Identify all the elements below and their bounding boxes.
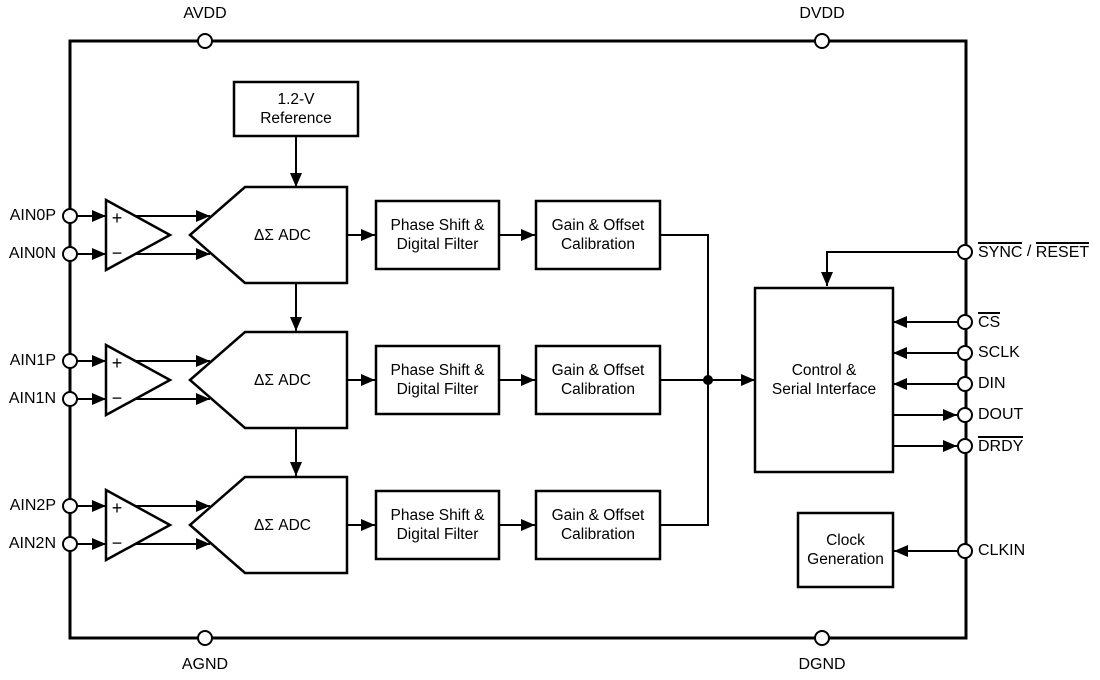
filter-1-label: Phase Shift & Digital Filter [390,217,485,253]
amp3-plus-sign: + [111,498,123,518]
pin-label-dout: DOUT [978,406,1024,423]
pin-terminal-cs [957,314,973,330]
pin-label-dgnd: DGND [798,656,846,673]
pin-label-ain0n: AIN0N [8,245,56,262]
pin-label-sclk: SCLK [978,344,1020,361]
pin-label-sync-reset: SYNC / RESET [978,241,1090,263]
pin-label-ain1n: AIN1N [8,390,56,407]
amp3-minus-sign: − [111,533,123,553]
amp2-minus-sign: − [111,388,123,408]
pin-terminal-ain1p [62,353,78,369]
calibration-1-outline [534,199,662,271]
sync-reset-separator: / [1022,243,1036,260]
amp1-minus-sign: − [111,243,123,263]
sync-label: SYNC [978,242,1023,262]
amplifier-2-triangle [104,342,173,418]
pin-label-ain2n: AIN2N [8,535,56,552]
filter-2-outline [374,344,501,416]
pin-terminal-dvdd [814,33,830,49]
clock-block-label: Clock Generation [807,532,884,568]
pin-label-cs: CS [978,312,1001,332]
pin-terminal-avdd [197,33,213,49]
pin-terminal-drdy [957,438,973,454]
pin-label-ain0p: AIN0P [9,207,56,224]
pin-terminal-ain2p [62,498,78,514]
amplifier-1-triangle [104,197,173,273]
pin-terminal-ain0n [62,246,78,262]
reference-block-label: 1.2-V Reference [260,91,332,127]
control-block-outline [753,286,895,474]
amp1-plus-sign: + [111,208,123,228]
calibration-3-label: Gain & Offset Calibration [551,507,645,543]
pin-terminal-ain1n [62,391,78,407]
pin-label-ain2p: AIN2P [9,497,56,514]
pin-terminal-sclk [957,345,973,361]
amplifier-3-triangle [104,487,173,563]
pin-label-clkin: CLKIN [978,542,1026,559]
calibration-2-label: Gain & Offset Calibration [551,362,645,398]
pin-label-drdy: DRDY [978,436,1024,456]
pin-terminal-din [957,376,973,392]
wire-cal3-to-bus [660,380,709,526]
pin-terminal-ain0p [62,208,78,224]
pin-label-ain1p: AIN1P [9,352,56,369]
wire-sync-reset [821,251,957,286]
wire-cal1-to-bus [660,234,709,380]
filter-2-label: Phase Shift & Digital Filter [390,362,485,398]
filter-3-outline [374,489,501,561]
pin-label-agnd: AGND [181,656,229,673]
pin-label-din: DIN [978,375,1006,392]
adc-2-label: ΔΣ ADC [254,371,311,389]
pin-label-avdd: AVDD [183,5,227,22]
calibration-3-outline [534,489,662,561]
pin-terminal-ain2n [62,536,78,552]
chip-boundary [68,39,968,640]
pin-label-dvdd: DVDD [799,5,845,22]
calibration-1-label: Gain & Offset Calibration [551,217,645,253]
pin-terminal-dgnd [814,630,830,646]
adc-1-label: ΔΣ ADC [254,226,311,244]
filter-3-label: Phase Shift & Digital Filter [390,507,485,543]
amp2-plus-sign: + [111,353,123,373]
control-block-label: Control & Serial Interface [771,362,877,398]
pin-terminal-agnd [197,630,213,646]
adc-3-label: ΔΣ ADC [254,516,311,534]
filter-1-outline [374,199,501,271]
reset-label: RESET [1035,242,1090,262]
calibration-2-outline [534,344,662,416]
pin-terminal-clkin [957,543,973,559]
clock-block-outline [796,511,895,589]
pin-terminal-dout [957,407,973,423]
pin-terminal-sync-reset [957,244,973,260]
